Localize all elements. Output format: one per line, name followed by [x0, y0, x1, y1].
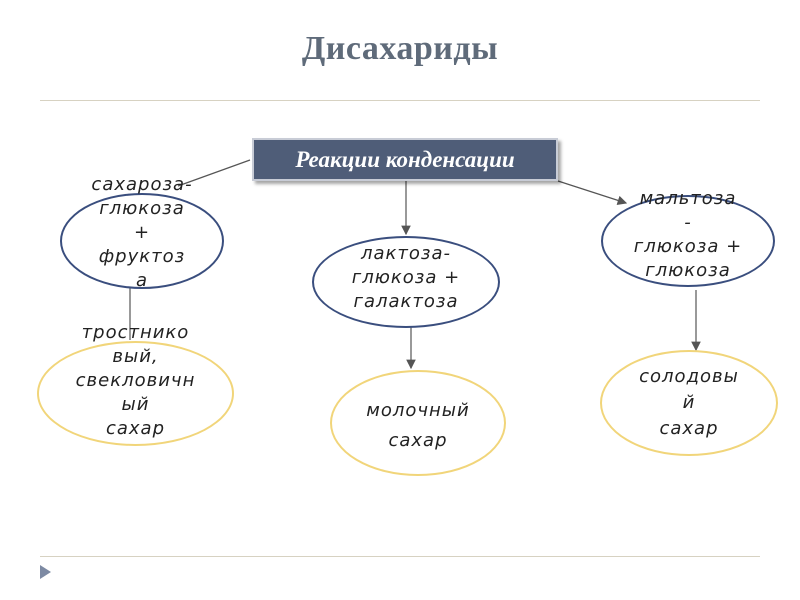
malt-sugar-label: солодовы й сахар [639, 366, 739, 439]
bottom-divider [40, 556, 760, 557]
cane-sugar-ellipse [37, 341, 234, 446]
sucrose-ellipse [60, 193, 224, 289]
play-arrow-icon[interactable] [40, 565, 51, 579]
connector-center-to-left [177, 159, 251, 187]
milk-sugar-ellipse [330, 370, 506, 476]
connector-center-to-right [557, 180, 628, 205]
maltose-label: мальтоза - глюкоза + глюкоза [633, 188, 743, 281]
reaction-title-box: Реакции конденсации [252, 138, 558, 181]
maltose-ellipse [601, 195, 775, 287]
lactose-ellipse [312, 236, 500, 328]
top-divider [40, 100, 760, 101]
page-title: Дисахариды [301, 30, 499, 67]
cane-sugar-label: тростнико вый, свекловичн ый сахар [75, 322, 196, 439]
milk-sugar-label: молочный сахар [366, 400, 470, 451]
sucrose-label: сахароза- глюкоза + фруктоз а [91, 174, 193, 291]
malt-sugar-ellipse [600, 350, 778, 456]
lactose-label: лактоза- глюкоза + галактоза [351, 243, 461, 312]
